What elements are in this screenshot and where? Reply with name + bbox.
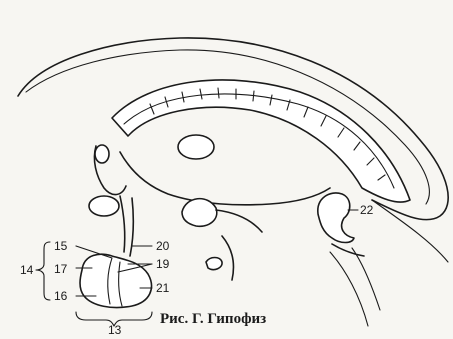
label-20: 20	[156, 239, 170, 253]
label-17: 17	[54, 262, 68, 276]
brainstem	[216, 210, 262, 232]
brainstem-front	[222, 236, 234, 280]
label-21: 21	[156, 281, 170, 295]
anterior-commissure	[95, 145, 109, 163]
mammillary-body	[182, 199, 217, 227]
label-19: 19	[156, 257, 170, 271]
tectal-plate	[332, 244, 364, 256]
infundibulum	[120, 196, 125, 252]
bracket-14	[36, 242, 50, 300]
brainstem-back	[330, 252, 368, 326]
label-22: 22	[360, 203, 374, 217]
pituitary-gland	[80, 254, 151, 307]
label-15: 15	[54, 239, 68, 253]
pineal-region	[318, 193, 354, 243]
third-ventricle-floor	[120, 152, 330, 205]
aqueduct-line	[352, 248, 380, 310]
oculomotor-nerve	[206, 258, 222, 270]
interthalamic-adhesion	[178, 135, 214, 159]
corpus-callosum	[112, 80, 410, 202]
figure-caption: Рис. Г. Гипофиз	[160, 311, 266, 327]
label-13: 13	[108, 323, 122, 337]
label-14: 14	[20, 263, 34, 277]
infundibulum-back	[130, 198, 133, 256]
cerebellum-edge	[372, 200, 448, 262]
label-16: 16	[54, 289, 68, 303]
optic-chiasm	[89, 196, 119, 216]
